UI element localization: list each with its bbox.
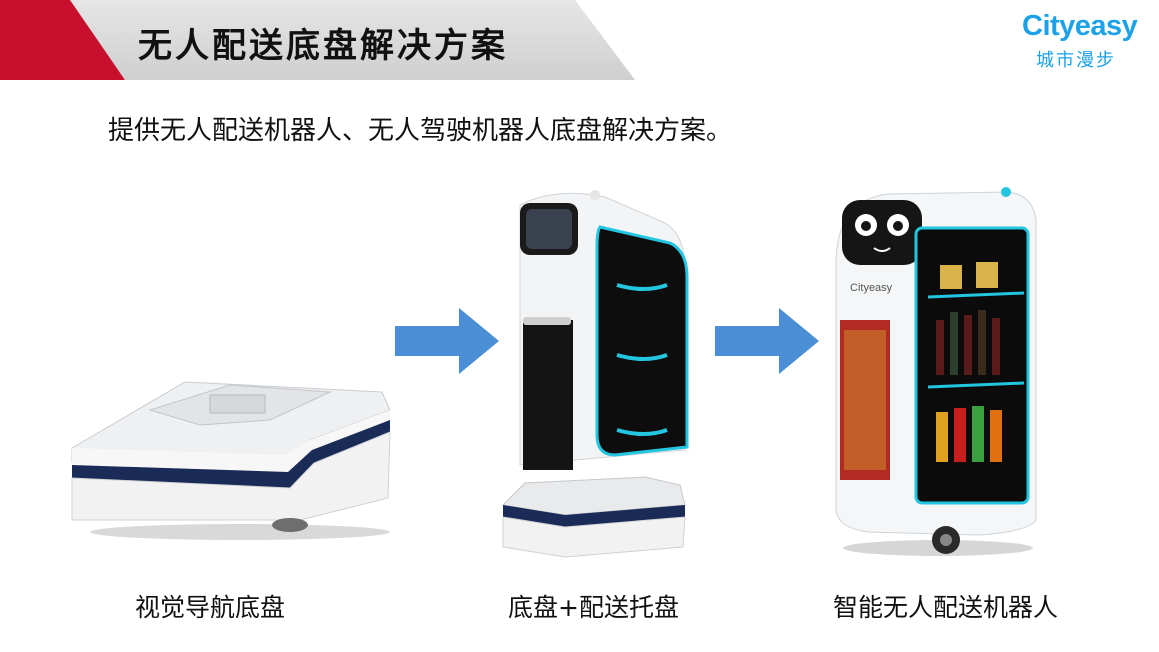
arrow-right-icon [395,308,499,374]
page-title: 无人配送底盘解决方案 [138,26,508,66]
header-band [70,0,635,80]
arrow-right-icon [715,308,819,374]
caption-chassis-plus-tray: 底盘+配送托盘 [508,593,679,622]
logo-brand-en: Cityeasy [1022,10,1138,42]
subtitle: 提供无人配送机器人、无人驾驶机器人底盘解决方案。 [108,116,733,146]
caption-visual-navigation-chassis: 视觉导航底盘 [135,593,286,622]
robot-screen-brand: Cityeasy [850,282,893,294]
chassis-tray-image [501,190,689,558]
logo-brand-cn: 城市漫步 [1036,50,1116,71]
caption-delivery-robot: 智能无人配送机器人 [833,593,1059,622]
delivery-robot-image: Cityeasy [835,187,1037,556]
chassis-image [71,381,391,540]
